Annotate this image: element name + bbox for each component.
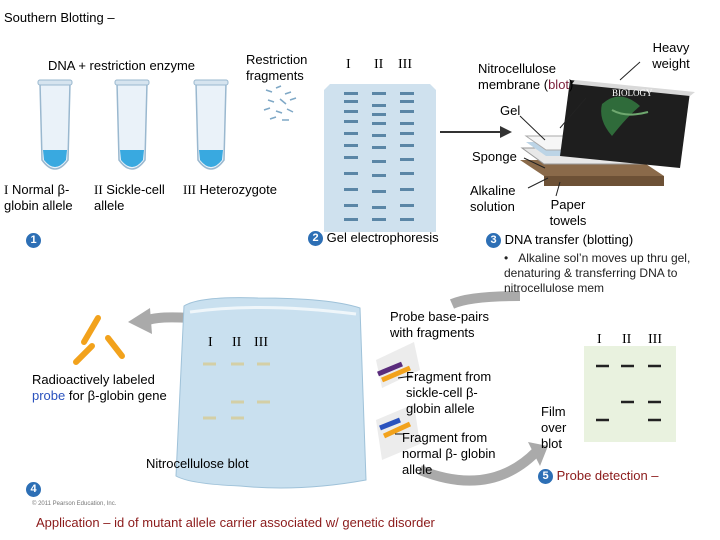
sponge-label: Sponge <box>472 149 517 164</box>
electrophoresis-gel <box>324 84 436 232</box>
copyright: © 2011 Pearson Education, Inc. <box>32 501 117 507</box>
alkaline-solution-label: Alkaline solution <box>470 183 516 214</box>
fragment-squiggles <box>263 85 297 121</box>
application-line: Application – id of mutant allele carrie… <box>36 515 435 530</box>
step-3-label: 3 DNA transfer (blotting) <box>486 232 633 249</box>
probe-fragments <box>73 315 125 365</box>
test-tube-2 <box>114 79 150 170</box>
step-2-label: 2 Gel electrophoresis <box>308 230 439 247</box>
test-tube-1 <box>37 79 73 170</box>
gel-lane-2: II <box>374 57 384 72</box>
gel-lane-1: I <box>346 57 351 72</box>
flow-arrow-film <box>418 448 540 486</box>
probe-basepairs-label: Probe base-pairs with fragments <box>390 309 489 340</box>
bag-bands <box>203 362 270 420</box>
test-tube-3 <box>193 79 229 170</box>
paper-towels-label: Paper towels <box>549 197 587 228</box>
film <box>584 346 676 442</box>
gel-label: Gel <box>500 103 521 118</box>
bag-lane-3: III <box>254 335 268 350</box>
blotting-apparatus <box>520 80 695 186</box>
blot-word: blot <box>548 77 570 92</box>
bag-lane-1: I <box>208 335 213 350</box>
step-1-badge: 1 <box>26 232 41 250</box>
book-title: BIOLOGY <box>612 88 653 98</box>
heavy-weight-label: Heavy weight <box>652 40 690 71</box>
probe-binding-zoom <box>376 342 420 460</box>
film-lane-2: II <box>622 332 632 347</box>
film-lane-1: I <box>597 332 602 347</box>
dna-enzyme-label: DNA + restriction enzyme <box>48 58 196 73</box>
step-5-label: 5 Probe detection – <box>538 468 659 485</box>
sample-sicklecell-label: II Sickle-cell allele <box>94 182 165 213</box>
step-4-badge: 4 <box>26 481 41 499</box>
sample-heterozygote-label: III Heterozygote <box>183 182 277 197</box>
gel-lane-3: III <box>398 57 412 72</box>
step-3-detail: • Alkaline sol’n moves up thru gel, dena… <box>504 251 691 295</box>
flow-arrow-right <box>449 291 521 309</box>
sample-normal-label: I Normal β-globin allele <box>4 182 73 213</box>
bag-lane-2: II <box>232 335 242 350</box>
application-label: Application <box>36 515 100 530</box>
film-lane-3: III <box>648 332 662 347</box>
probe-word: probe <box>32 388 66 403</box>
restriction-fragments-label: Restriction fragments <box>246 52 308 83</box>
fragment-normal-label: Fragment from normal β- globin allele <box>402 430 496 477</box>
film-label: Film over blot <box>541 404 567 451</box>
plastic-bag <box>175 297 367 489</box>
fragment-sickle-label: Fragment from sickle-cell β-globin allel… <box>406 369 492 416</box>
blot-pointer-lines <box>519 61 641 197</box>
nitro-membrane-label: Nitrocellulose membrane (blot) <box>478 61 574 92</box>
nitrocellulose-blot-label: Nitrocellulose blot <box>146 456 249 471</box>
page-title: Southern Blotting – <box>4 10 115 25</box>
